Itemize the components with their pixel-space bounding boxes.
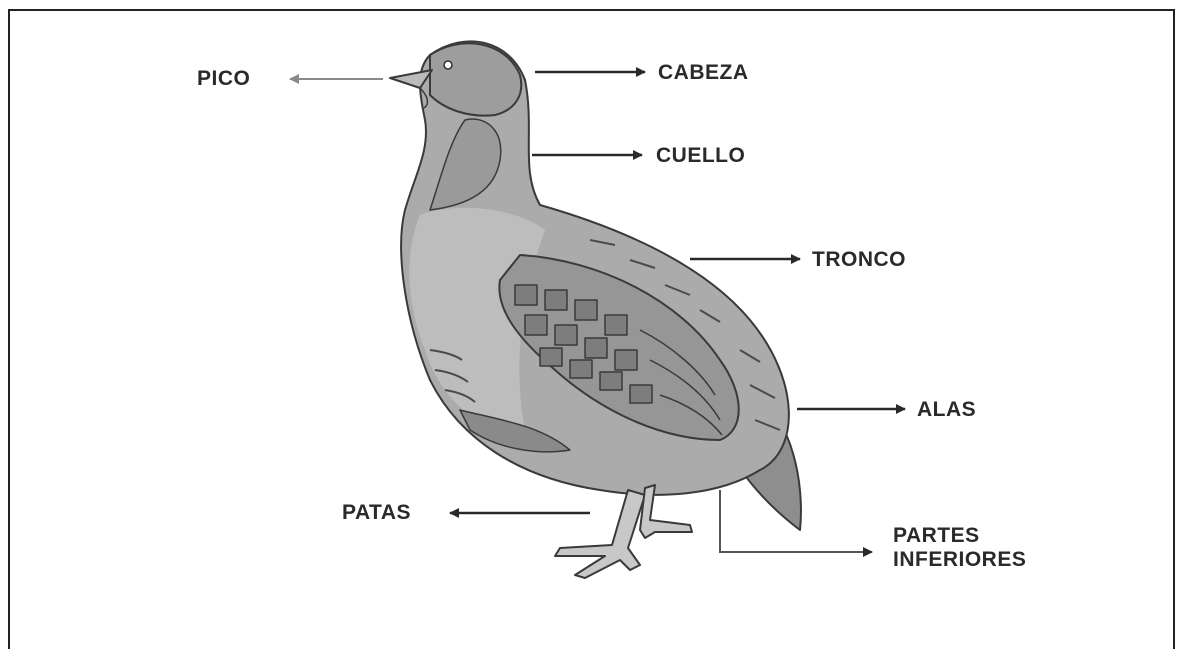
label-cuello: CUELLO <box>656 144 745 168</box>
bird-eye <box>444 61 452 69</box>
bird-legs <box>555 485 692 578</box>
label-alas: ALAS <box>917 398 976 422</box>
label-patas: PATAS <box>342 501 411 525</box>
label-tronco: TRONCO <box>812 248 906 272</box>
label-cabeza: CABEZA <box>658 61 749 85</box>
label-pico: PICO <box>197 67 250 91</box>
label-inferiores: INFERIORES <box>893 548 1026 572</box>
partridge-illustration <box>390 41 801 578</box>
label-partes: PARTES <box>893 524 980 548</box>
bird-diagram <box>0 0 1181 603</box>
